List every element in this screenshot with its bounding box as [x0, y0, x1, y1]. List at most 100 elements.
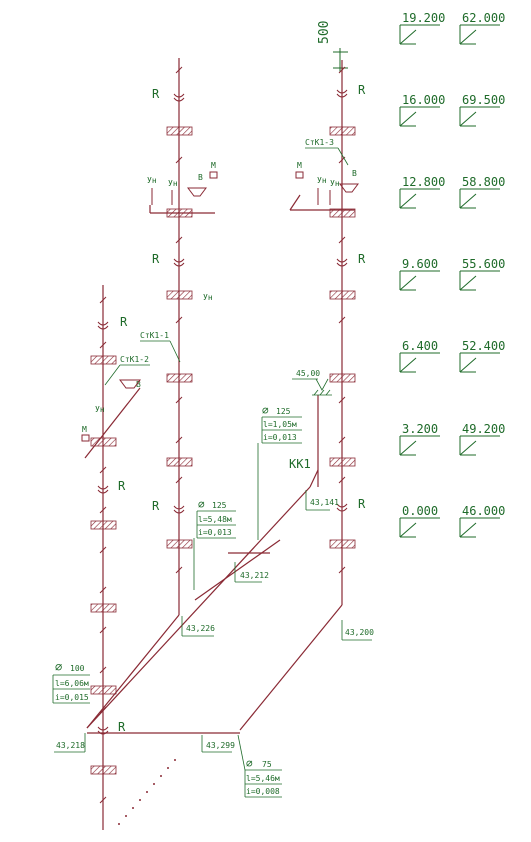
pipe-tick	[99, 466, 107, 474]
pipe-spec-1-length: l=1,05м	[263, 420, 297, 429]
pipe-spec-4-diameter-icon: ⌀	[246, 757, 253, 770]
pipe-spec-2: ⌀ 125 l=5,48м i=0,013	[193, 498, 236, 590]
pipe-spec-1: ⌀ 125 l=1,05м i=0,013	[257, 404, 302, 540]
pipe-tick	[175, 236, 183, 244]
pipe-spec-4: ⌀ 75 l=5,46м i=0,008	[237, 734, 282, 798]
floor-slab	[166, 373, 193, 383]
level-value: 3.200	[402, 422, 438, 436]
level-mark-right-5: 49.200	[459, 422, 505, 456]
well-kk1: КК1 45,00	[289, 369, 332, 471]
level-mark-right-4: 52.400	[459, 339, 505, 373]
floor-slab	[329, 457, 356, 467]
label-un-4: Ун	[317, 176, 327, 185]
pipe-spec-2-diameter: 125	[212, 501, 227, 510]
pipe-tick	[99, 666, 107, 674]
level-value: 9.600	[402, 257, 438, 271]
fixture-labels: Ун Ун В М Ун М Ун Ун В Ун М В	[82, 161, 357, 434]
level-mark-left-0: 19.200	[399, 11, 445, 45]
label-un-3: Ун	[203, 293, 213, 302]
level-value: 62.000	[462, 11, 505, 25]
pipe-tick	[175, 566, 183, 574]
label-un-5: Ун	[330, 179, 340, 188]
fixture-symbols	[81, 171, 359, 442]
label-r-left-3: R	[118, 720, 126, 734]
label-r-right-2: R	[358, 252, 366, 266]
level-mark-left-1: 16.000	[399, 93, 445, 127]
pipe-tick	[338, 476, 346, 484]
pipe-spec-4-length: l=5,46м	[246, 774, 280, 783]
level-value: 0.000	[402, 504, 438, 518]
pipe-tick	[175, 66, 183, 74]
floor-slab	[166, 290, 193, 300]
level-value: 19.200	[402, 11, 445, 25]
level-value: 52.400	[462, 339, 505, 353]
elevation-43200: 43,200	[345, 628, 374, 637]
pipe-tick	[338, 66, 346, 74]
cleanout-mark	[336, 258, 348, 267]
level-mark-left-4: 6.400	[399, 339, 440, 373]
floor-slab	[329, 539, 356, 549]
label-r-mid-top: R	[152, 87, 160, 101]
pipe-tick	[175, 436, 183, 444]
floor-slab	[166, 208, 193, 218]
floor-slab	[329, 208, 356, 218]
dotted-outlet	[118, 759, 176, 825]
riser-marks	[97, 66, 348, 804]
label-un-1: Ун	[147, 176, 157, 185]
pipe-spec-3-slope: i=0,015	[55, 693, 89, 702]
cleanout-mark	[97, 726, 109, 735]
floor-slab	[329, 126, 356, 136]
pipe-spec-3-diameter-icon: ⌀	[55, 660, 62, 674]
label-v-3: В	[136, 380, 141, 389]
cleanout-mark	[336, 89, 348, 98]
pipe-spec-4-diameter: 75	[262, 760, 272, 769]
riser-name-stk1-2: СтК1-2	[120, 355, 149, 364]
pipe-tick	[99, 296, 107, 304]
level-value: 69.500	[462, 93, 505, 107]
branch-left-floor	[84, 387, 141, 459]
pipe-tick	[99, 706, 107, 714]
pipe-tick	[99, 586, 107, 594]
pipes	[84, 58, 355, 830]
pipe-tick	[338, 396, 346, 404]
label-r-mid-3: R	[152, 499, 160, 513]
elevation-43212: 43,212	[240, 571, 269, 580]
pipe-spec-1-slope: i=0,013	[263, 433, 297, 442]
label-r-left-2: R	[118, 479, 126, 493]
label-m-3: М	[82, 425, 87, 434]
pipe-tick	[99, 546, 107, 554]
level-mark-left-6: 0.000	[399, 504, 440, 538]
pipe-spec-4-slope: i=0,008	[246, 787, 280, 796]
level-mark-right-6: 46.000	[459, 504, 505, 538]
pipe-spec-3: ⌀ 100 l=6,06м i=0,015	[52, 660, 90, 704]
level-mark-left-5: 3.200	[399, 422, 440, 456]
fixture-r-labels: R R R R R R R R R	[118, 83, 366, 734]
level-mark-right-3: 55.600	[459, 257, 505, 291]
elevation-43299: 43,299	[206, 741, 235, 750]
elevation-flags: 43,141 43,212 43,226 43,200 43,218 43,29…	[54, 490, 374, 753]
pipe-tick	[338, 436, 346, 444]
pipe-spec-2-length: l=5,48м	[198, 515, 232, 524]
collector-main	[86, 614, 180, 729]
label-un-6: Ун	[95, 405, 105, 414]
label-r-left-top: R	[120, 315, 128, 329]
riser-names: СтК1-1 СтК1-2 СтК1-3	[104, 138, 349, 386]
pipe-tick	[175, 316, 183, 324]
floor-slab	[166, 126, 193, 136]
well-kk1-label: КК1	[289, 457, 311, 471]
pipe-tick	[99, 341, 107, 349]
level-mark-left-2: 12.800	[399, 175, 445, 209]
label-m-2: М	[297, 161, 302, 170]
cleanout-mark	[173, 505, 185, 514]
level-value: 16.000	[402, 93, 445, 107]
floor-slab	[90, 520, 117, 530]
floor-slab	[90, 765, 117, 775]
pipe-spec-3-length: l=6,06м	[55, 679, 89, 688]
cleanout-mark	[336, 503, 348, 512]
pipe-tick	[338, 316, 346, 324]
pipe-tick	[175, 476, 183, 484]
cleanout-mark	[173, 258, 185, 267]
level-mark-right-0: 62.000	[459, 11, 505, 45]
level-value: 12.800	[402, 175, 445, 189]
